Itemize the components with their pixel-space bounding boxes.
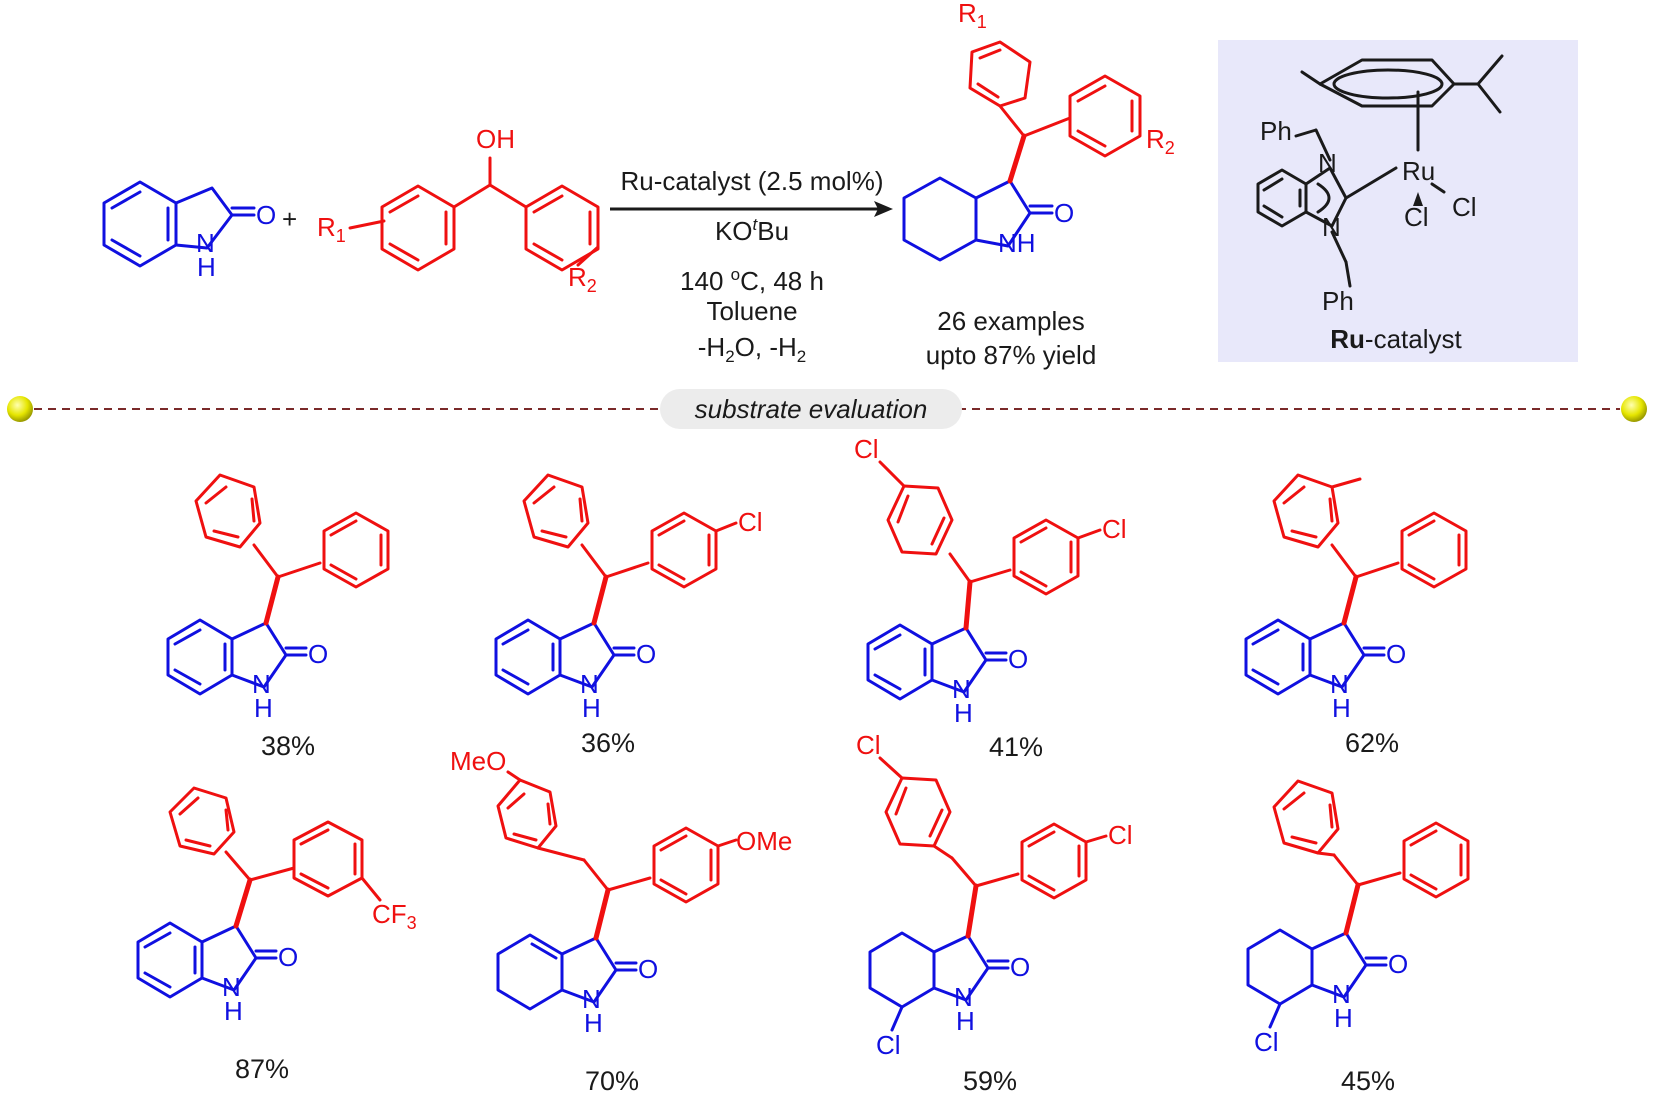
sub4-h: H bbox=[1332, 693, 1351, 723]
substrate-7: Cl Cl Cl O N H bbox=[856, 730, 1133, 1060]
product-o-label: O bbox=[1054, 198, 1074, 228]
sub1-o: O bbox=[308, 639, 328, 669]
sub2-h: H bbox=[582, 693, 601, 723]
max-yield: upto 87% yield bbox=[926, 340, 1097, 370]
catalyst-ru: Ru bbox=[1402, 156, 1435, 186]
sub6-h: H bbox=[584, 1008, 603, 1038]
oxindole-reactant: O N H bbox=[102, 180, 276, 282]
product-nh-label: NH bbox=[998, 228, 1036, 258]
catalyst-box bbox=[1218, 40, 1578, 362]
sub3-o: O bbox=[1008, 644, 1028, 674]
sub6-ome: OMe bbox=[736, 826, 792, 856]
substrate-6: MeO OMe O N H bbox=[450, 746, 792, 1038]
h-label: H bbox=[197, 252, 216, 282]
sub4-o: O bbox=[1386, 639, 1406, 669]
substrate-8: Cl O N H bbox=[1246, 779, 1470, 1057]
catalyst-ph-bottom: Ph bbox=[1322, 286, 1354, 316]
catalyst-n-bottom: N bbox=[1322, 212, 1341, 242]
catalyst-n-top: N bbox=[1318, 148, 1337, 178]
divider-pill bbox=[660, 389, 962, 429]
sub8-cl: Cl bbox=[1254, 1027, 1279, 1057]
substrate-1: O N H bbox=[166, 473, 390, 723]
divider-dot-right bbox=[1621, 396, 1647, 422]
yield-4: 62% bbox=[1345, 728, 1399, 758]
r1-label: R1 bbox=[317, 212, 346, 246]
substrate-5: CF3 O N H bbox=[136, 786, 417, 1026]
r2-label: R2 bbox=[568, 262, 597, 296]
carbonyl-o-label: O bbox=[256, 200, 276, 230]
base-condition: KOtBu bbox=[715, 215, 789, 246]
substrate-3: Cl Cl O N H bbox=[854, 434, 1127, 728]
sub6-n: N bbox=[582, 984, 601, 1014]
sub3-cl-b: Cl bbox=[1102, 514, 1127, 544]
catalyst-caption: Ru-catalyst bbox=[1330, 324, 1462, 354]
sub2-cl: Cl bbox=[738, 507, 763, 537]
divider-label: substrate evaluation bbox=[695, 394, 928, 424]
general-product: O NH R1 R2 bbox=[902, 0, 1175, 262]
yield-6: 70% bbox=[585, 1066, 639, 1095]
temperature-condition: 140 oC, 48 h bbox=[680, 265, 824, 296]
sub4-n: N bbox=[1330, 669, 1349, 699]
sub7-cl-b: Cl bbox=[1108, 820, 1133, 850]
substrate-4: O N H bbox=[1244, 473, 1468, 723]
substrate-divider: substrate evaluation bbox=[7, 389, 1647, 429]
sub7-o: O bbox=[1010, 952, 1030, 982]
sub5-n: N bbox=[222, 972, 241, 1002]
n-label: N bbox=[196, 228, 215, 258]
yield-7: 59% bbox=[963, 1066, 1017, 1095]
byproduct-condition: -H2O, -H2 bbox=[698, 332, 806, 366]
reaction-arrow bbox=[610, 201, 893, 217]
divider-dot-left bbox=[7, 396, 33, 422]
sub2-o: O bbox=[636, 639, 656, 669]
substrate-2: Cl O N H bbox=[494, 473, 763, 723]
sub8-n: N bbox=[1332, 979, 1351, 1009]
sub7-h: H bbox=[956, 1006, 975, 1036]
sub6-meo: MeO bbox=[450, 746, 506, 776]
sub3-n: N bbox=[952, 674, 971, 704]
sub1-h: H bbox=[254, 693, 273, 723]
sub8-o: O bbox=[1388, 949, 1408, 979]
sub1-n: N bbox=[252, 669, 271, 699]
oh-label: OH bbox=[476, 124, 515, 154]
plus-sign: + bbox=[282, 204, 297, 234]
product-r2-label: R2 bbox=[1146, 124, 1175, 158]
yield-8: 45% bbox=[1341, 1066, 1395, 1095]
sub8-h: H bbox=[1334, 1003, 1353, 1033]
sub7-cl-c: Cl bbox=[876, 1030, 901, 1060]
solvent-condition: Toluene bbox=[706, 296, 797, 326]
sub5-o: O bbox=[278, 942, 298, 972]
sub3-h: H bbox=[954, 698, 973, 728]
sub6-o: O bbox=[638, 954, 658, 984]
examples-count: 26 examples bbox=[937, 306, 1084, 336]
catalyst-cl-right: Cl bbox=[1452, 192, 1477, 222]
catalyst-ph-top: Ph bbox=[1260, 116, 1292, 146]
sub2-n: N bbox=[580, 669, 599, 699]
sub7-n: N bbox=[954, 982, 973, 1012]
catalyst-cl-down: Cl bbox=[1404, 202, 1429, 232]
diarylmethanol-reactant: OH R1 R2 bbox=[317, 124, 600, 296]
sub3-cl-a: Cl bbox=[854, 434, 879, 464]
yield-3: 41% bbox=[989, 732, 1043, 762]
yield-1: 38% bbox=[261, 731, 315, 761]
sub5-cf3: CF3 bbox=[372, 899, 417, 933]
yield-5: 87% bbox=[235, 1054, 289, 1084]
sub5-h: H bbox=[224, 996, 243, 1026]
catalyst-condition: Ru-catalyst (2.5 mol%) bbox=[621, 166, 884, 196]
yield-2: 36% bbox=[581, 728, 635, 758]
ru-catalyst-structure bbox=[1256, 54, 1504, 288]
sub7-cl-a: Cl bbox=[856, 730, 881, 760]
product-r1-label: R1 bbox=[958, 0, 987, 32]
